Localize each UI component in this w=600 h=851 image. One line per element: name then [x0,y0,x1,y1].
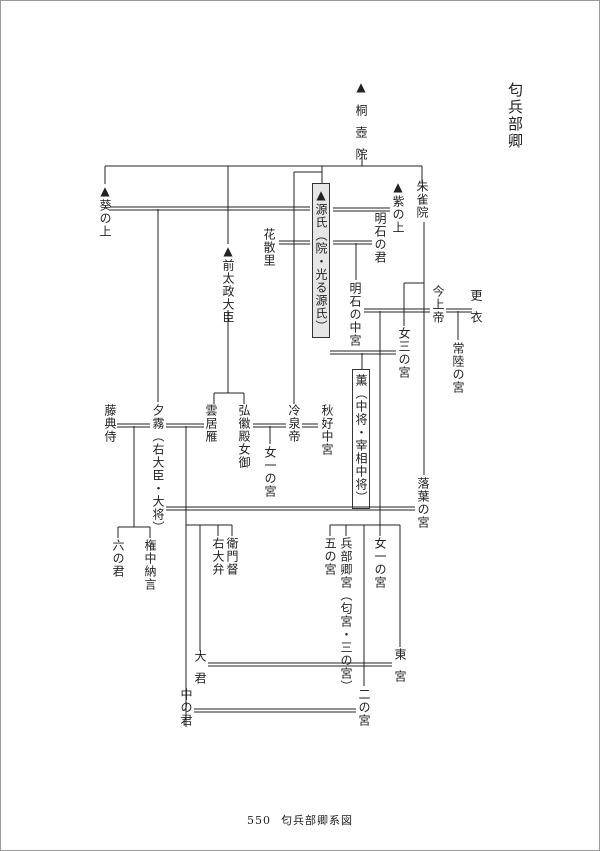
name-ochiba: 落葉の宮 [416,477,430,529]
name-hanachirusato: 花散里 [262,228,276,267]
name-togu: 東宮 [393,648,407,692]
name-roku-no-kimi: 六の君 [111,539,125,578]
name-saki-daijodaijin: ▲前太政大臣 [221,244,235,324]
name-onna-ichinomiya: 女一の宮 [373,537,387,589]
name-go-no-miya: 五の宮 [323,537,337,576]
name-kokiden: 弘徽殿女御 [237,404,251,469]
name-onna-ichinomiya-reizei: 女一の宮 [263,446,277,498]
page-number: 550 [247,814,271,827]
name-onna-sannomiya: 女三の宮 [397,327,411,379]
name-gon-chunagon: 権中納言 [143,539,157,591]
name-naka-no-kimi: 中の君 [179,688,193,727]
name-suzaku: 朱雀院 [415,180,429,219]
page-title: 匂兵部卿 [506,82,524,150]
name-kiritsubo: ▲桐壺院 [354,80,368,170]
name-reizei: 冷泉帝 [287,404,301,443]
name-akikonomu: 秋好中宮 [320,404,334,456]
name-akashi-chugu: 明石の中宮 [348,282,362,347]
name-udaiben: 右大弁 [211,537,225,576]
footer-caption: 匂兵部卿系図 [281,814,353,827]
name-yugiri: 夕霧（右大臣・大将） [151,404,165,534]
name-kaoru: 薫（中将・宰相中将） [352,369,370,509]
name-oogimi: 大君 [193,650,207,694]
name-genji: ▲源氏（院・光る源氏） [312,183,330,338]
name-murasaki: ▲紫の上 [391,180,405,234]
page-footer: 550 匂兵部卿系図 [0,812,600,828]
name-kumoinokari: 雲居雁 [204,404,218,443]
name-niou: 兵部卿宮（匂宮・三の宮） [339,537,353,693]
name-emon-no-kami: 衛門督 [225,537,239,576]
name-koi: 更衣 [469,289,483,333]
name-hitachi: 常陸の宮 [451,342,465,394]
name-akashi-kimi: 明石の君 [373,212,387,264]
name-kinjo: 今上帝 [431,285,445,324]
name-aoi: ▲葵の上 [98,184,112,238]
name-ni-no-miya: 二の宮 [357,688,371,727]
name-fujinoten: 藤典侍 [103,404,117,443]
